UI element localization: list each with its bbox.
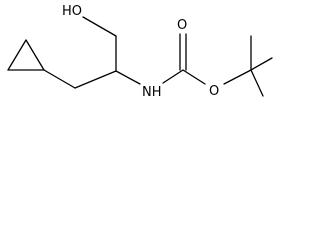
amine-label: NH <box>142 85 162 100</box>
bond-ester-oxygen-tbu <box>223 69 252 85</box>
bond-ch2-oh <box>82 16 117 37</box>
hydroxyl-label: HO <box>62 4 82 19</box>
carbonyl-oxygen-label: O <box>177 18 187 33</box>
carbonyl-double-bond <box>179 33 187 71</box>
bond-carbonyl-ester-oxygen <box>182 69 206 85</box>
ester-oxygen-label: O <box>209 84 219 99</box>
bond-nh-carbonyl <box>162 69 184 84</box>
molecule-structure: HO O O NH <box>7 4 273 100</box>
tert-butyl-group <box>250 35 273 97</box>
bond-ch-nh <box>115 70 141 85</box>
ring-bond-2 <box>25 39 45 71</box>
bond-ring-ch2 <box>43 69 76 89</box>
cyclopropyl-ring <box>7 39 45 71</box>
ring-bond-1 <box>7 39 27 71</box>
bond-ch2-ch <box>74 70 117 89</box>
